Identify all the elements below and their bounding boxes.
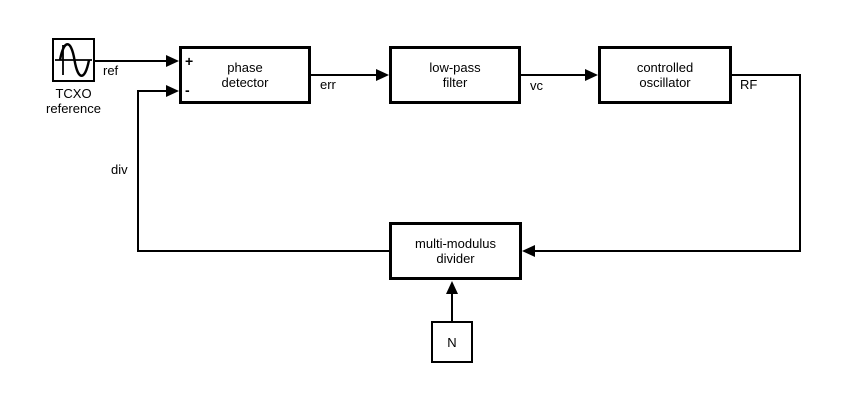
signal-label-ref: ref: [103, 63, 119, 78]
phase-detector-label-line2: detector: [221, 75, 269, 90]
low-pass-filter-label-line2: filter: [442, 75, 468, 90]
arrowhead-div-right-icon: [166, 85, 179, 97]
controlled-oscillator-label-line1: controlled: [636, 60, 694, 75]
tcxo-caption-line1: TCXO: [55, 86, 92, 101]
controlled-oscillator-label-line2: oscillator: [639, 75, 691, 90]
arrowhead-n-up-icon: [446, 281, 458, 294]
block-n-constant[interactable]: N: [431, 321, 473, 363]
tcxo-caption-line2: reference: [46, 101, 101, 116]
sine-wave-icon: [55, 43, 92, 77]
signal-label-div: div: [111, 162, 128, 177]
arrowhead-vc-right-icon: [585, 69, 598, 81]
block-phase-detector[interactable]: phase detector: [179, 46, 311, 104]
tcxo-caption: TCXO reference: [23, 86, 124, 116]
wire-div: [137, 90, 389, 252]
signal-label-err: err: [320, 77, 336, 92]
phase-detector-minus-port: -: [185, 82, 190, 98]
multi-modulus-divider-label-line1: multi-modulus: [415, 236, 496, 251]
block-tcxo-reference[interactable]: [52, 38, 95, 82]
block-controlled-oscillator[interactable]: controlled oscillator: [598, 46, 732, 104]
phase-detector-plus-port: +: [185, 53, 194, 69]
phase-detector-label-line1: phase: [227, 60, 263, 75]
signal-label-vc: vc: [530, 78, 543, 93]
n-constant-label: N: [447, 334, 457, 350]
block-low-pass-filter[interactable]: low-pass filter: [389, 46, 521, 104]
multi-modulus-divider-label-line2: divider: [436, 251, 475, 266]
block-multi-modulus-divider[interactable]: multi-modulus divider: [389, 222, 522, 280]
signal-label-rf: RF: [740, 77, 758, 92]
arrowhead-ref-right-icon: [166, 55, 179, 67]
arrowhead-err-right-icon: [376, 69, 389, 81]
low-pass-filter-label-line1: low-pass: [429, 60, 481, 75]
arrowhead-rf-left-icon: [522, 245, 535, 257]
wire-rf: [534, 74, 801, 252]
